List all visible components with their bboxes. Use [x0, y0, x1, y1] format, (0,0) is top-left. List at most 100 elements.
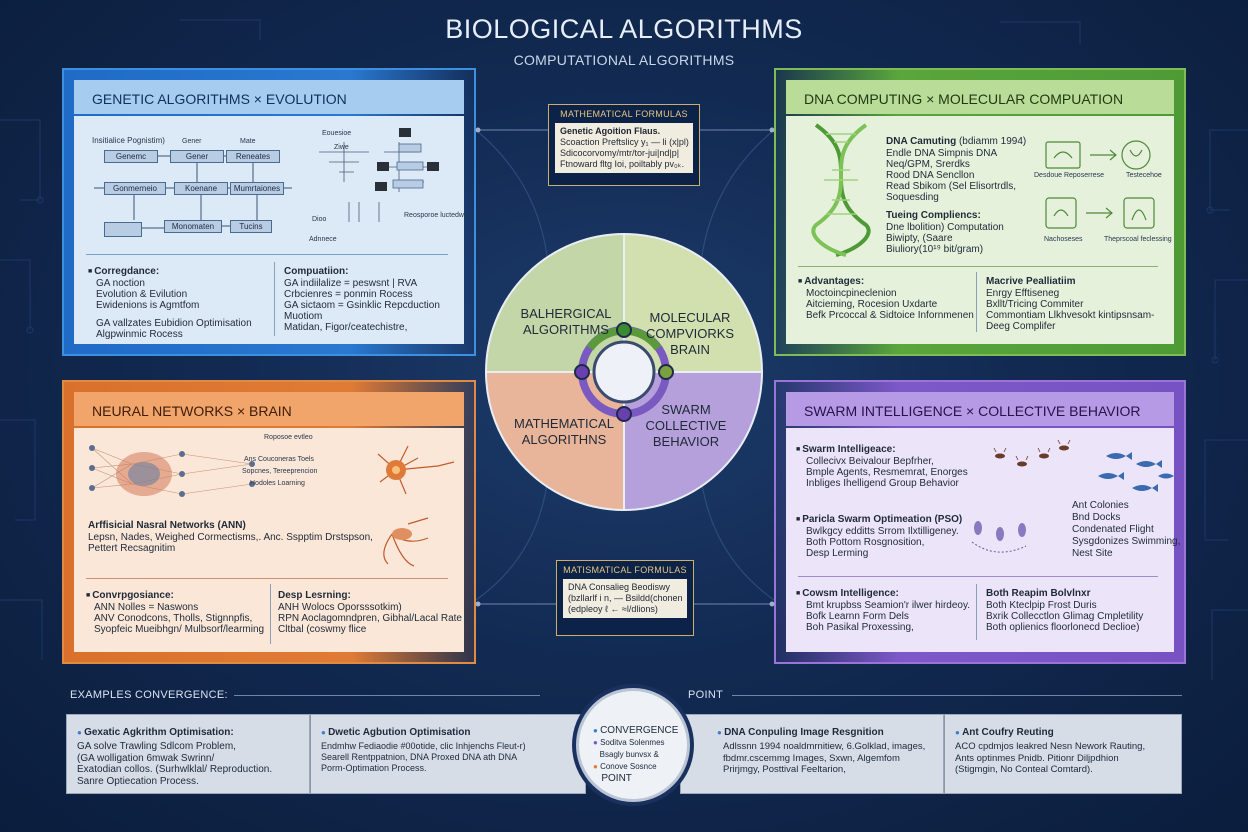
examples-label: EXAMPLES CONVERGENCE: [70, 689, 228, 701]
example-line: Exatodian collos. (Surhwlklal/ Reproduct… [77, 764, 273, 775]
example-line: Sanre Optiecation Process. [77, 775, 199, 787]
ga-flow-box: Reneates [226, 150, 280, 163]
formula-box-bottom: MATISMATICAL FORMULAS DNA Consalieg Beod… [556, 560, 694, 636]
genetic-algorithms-panel: GENETIC ALGORITHMS × EVOLUTION Insitiali… [62, 68, 476, 356]
dna-info-line: Neq/GPM, Srerdks [886, 159, 970, 170]
formula-bottom-title: MATISMATICAL FORMULAS [563, 565, 687, 575]
example-card-dna-opt: Dwetic Agbution Optimisation Endmhw Fedi… [310, 714, 586, 794]
nn-right-heading: Desp Lesrning: [278, 590, 351, 601]
dna-tuning-line: Biuliory(10¹⁹ bit/gram) [886, 244, 984, 255]
ga-right-line: Muotiom [284, 311, 323, 322]
swarm-pso-line: Bwlkgcy edditts Srrom Ilxtilligeney. [806, 526, 959, 537]
convergence-line: Bsagly bunvsx & [593, 749, 678, 761]
swarm-header: SWARM INTELLIGENCE × COLLECTIVE BEHAVIOR [786, 392, 1174, 426]
ga-left-line: GA noction [96, 278, 145, 289]
dna-info-line: Endle DNA Simpnis DNA [886, 148, 998, 159]
swarm-intelligence-panel: SWARM INTELLIGENCE × COLLECTIVE BEHAVIOR… [774, 380, 1186, 664]
ga-flow-init: Insitialice Pognistim) [92, 136, 165, 145]
swarm-pso-line: Both Pottom Rosgnosition, [806, 537, 925, 548]
formula-top-line: Scoaction Preftslicy y₁ — li (x|pl) [560, 137, 689, 147]
nn-header: NEURAL NETWORKS × BRAIN [74, 392, 464, 426]
examples-rule-left [234, 695, 540, 696]
dna-content: DNA Camuting (bdiamm 1994) Endle DNA Sim… [786, 116, 1174, 344]
example-heading: Ant Coufry Reuting [955, 727, 1054, 738]
nn-right-line: RPN Aoclagomndpren, Gibhal/Lacal Rate [278, 613, 462, 624]
formula-top-line: Genetic Agoition Flaus. [560, 126, 661, 136]
example-line: Searell Rentppatnion, DNA Proxed DNA ath… [321, 752, 518, 762]
example-heading: Gexatic Agkrithm Optimisation: [77, 727, 234, 738]
ga-left-heading: Corregdance: [88, 266, 159, 278]
dna-mac-heading: Macrive Pealliatiim [986, 276, 1076, 287]
ga-tree-label: Adnnece [309, 236, 337, 243]
dna-info-line: Read Sbikom (Sel Elisortrdls, [886, 181, 1017, 192]
dna-adv-line: Moctoincpineclenion [806, 288, 897, 299]
dna-icon-label: Desdoue Reposerrese [1034, 172, 1105, 179]
example-body: GA solve Trawling Sdlcom Problem, (GA wo… [77, 741, 272, 787]
ga-right-line: GA indiilalize = peswsnt | RVA [284, 278, 418, 289]
convergence-line: ● Soditva Solenmes [593, 738, 665, 747]
swarm-si-line: Bmple Agents, Resmemrat, Enorges [806, 467, 968, 478]
dna-mac-line: Enrgy Efftiseneg [986, 288, 1060, 299]
nn-diagram-label: Roposoe evtleo [264, 434, 313, 441]
example-heading: DNA Conpuling Image Resgnition [717, 727, 884, 738]
example-line: Prirjmgy, Posttival Feeltarion, [723, 764, 846, 775]
swarm-ant-label: Ant Colonies [1072, 500, 1129, 511]
swarm-right-heading: Both Reapim Bolvlnxr [986, 588, 1091, 599]
swarm-pso-line: Desp Lerming [806, 548, 869, 559]
example-line: GA solve Trawling Sdlcom Problem, [77, 741, 236, 752]
examples-point-label: POINT [688, 689, 724, 701]
swarm-si-heading: Swarm Intelligeace: [796, 444, 895, 456]
example-line: Ants optinmes Pnidb. Pitionr Diljpdhion [955, 752, 1119, 764]
swarm-si-line: Collecivx Beivalour Bepfrher, [806, 456, 934, 467]
example-line: (GA wolligation 6mwak Swrinn/ [77, 752, 215, 764]
dna-info-title: DNA Camuting [886, 136, 957, 147]
example-line: Porm-Optimation Process. [321, 763, 427, 773]
ga-left-line: Algpwinmic Rocess [96, 329, 183, 340]
dna-tuning-line: Dne lbolition) Computation [886, 222, 1004, 233]
swarm-right-line: Bxrik Collecctlon Glimag Cmpletility [986, 611, 1144, 622]
ga-left-line: Ewidenions is Agmtfom [96, 300, 200, 311]
dna-info-line: Soquesding [886, 192, 939, 203]
example-line: ACO cpdmjos leakred Nesn Nework Rauting, [955, 741, 1146, 752]
dna-tuning-heading: Tueing Compliencs: [886, 210, 981, 221]
example-card-ant: Ant Coufry Reuting ACO cpdmjos leakred N… [944, 714, 1182, 794]
dna-mac-line: Deeg Complifer [986, 321, 1056, 332]
ants-and-fish-icon [993, 439, 1174, 492]
swarm-content: Swarm Intelligeace: Collecivx Beivalour … [786, 428, 1180, 652]
nn-diagram-label: Sopcnes, Tereeprencion [242, 468, 318, 475]
ga-tree-label: Dioo [312, 216, 327, 223]
example-card-ga: Gexatic Agkrithm Optimisation: GA solve … [66, 714, 310, 794]
formula-box-top: MATHEMATICAL FORMULAS Genetic Agoition F… [548, 104, 700, 186]
swarm-left-line: Bofk Learnn Form Dels [806, 611, 909, 622]
nn-diagram-label: Ans Couconeras Toels [244, 456, 314, 463]
dna-adv-line: Aitcieming, Rocesion Uxdarte [806, 299, 938, 310]
example-heading: Dwetic Agbution Optimisation [321, 727, 470, 738]
convergence-line-text: Soditva Solenmes [600, 738, 665, 747]
dna-adv-heading: Advantages: [798, 276, 864, 288]
ga-tree-label: Ziwe [334, 144, 349, 151]
swarm-ant-label: Bnd Docks [1072, 512, 1121, 523]
swarm-left-heading: Cowsm Intelligence: [796, 588, 899, 600]
ga-flow-box: Gener [170, 150, 224, 163]
page-title: BIOLOGICAL ALGORITHMS [445, 14, 803, 44]
dna-info-line: Rood DNA Sencllon [886, 170, 975, 181]
dna-process-icons [1045, 140, 1155, 229]
ga-right-heading: Compuatiion: [284, 266, 349, 277]
dna-divider [798, 266, 1158, 267]
nn-ann-line: Pettert Recsagnitim [88, 543, 176, 554]
ga-right-line: Crbcienres = ponmin Rocess [284, 289, 413, 300]
ga-flow-box: Gonmerneio [104, 182, 166, 195]
dna-icon-label: Theprscoal feclessing [1104, 236, 1172, 243]
dna-mac-line: Bxllt/Tricing Commiter [986, 299, 1084, 310]
example-body: Endmhw Fediaodie #00otide, clic Inhjench… [321, 741, 526, 774]
nn-left-line: ANN Nolles = Naswons [94, 602, 199, 613]
swarm-right-line: Both Kteclpip Frost Duris [986, 600, 1097, 611]
ga-divider [86, 254, 448, 255]
ga-content: Insitialice Pognistim) Gener Mate Genemc… [74, 116, 468, 344]
formula-bottom-line: (edpleoy ℓ ← ≈l/dlions) [568, 604, 658, 614]
example-card-dna-image: DNA Conpuling Image Resgnition Adlssnn 1… [680, 714, 944, 794]
convergence-point-circle: ● CONVERGENCE ● Soditva Solenmes Bsagly … [576, 688, 690, 802]
ga-flow-box [104, 222, 142, 237]
formula-bottom-line: (bzllarlf i n, — Bsildd(chonen [568, 593, 683, 603]
convergence-title-text: CONVERGENCE [600, 725, 679, 736]
